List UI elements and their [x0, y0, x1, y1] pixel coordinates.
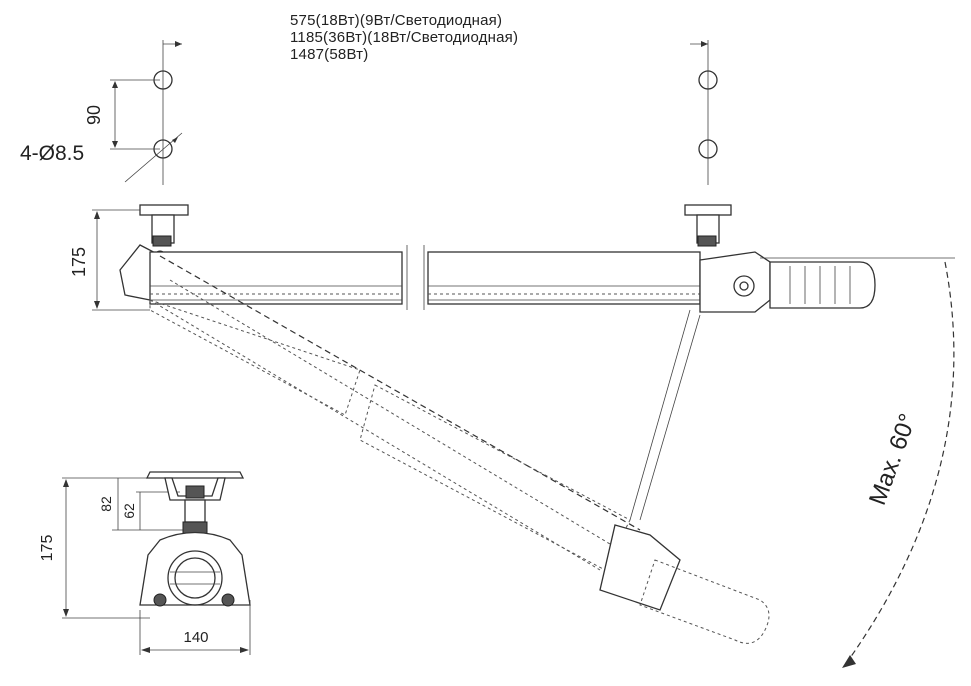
mounting-holes-right — [690, 40, 718, 185]
bracket-dim-82: 82 — [98, 496, 114, 512]
length-variant: 1185(36Вт)(18Вт/Светодиодная) — [290, 29, 519, 46]
hole-spacing-dim: 90 — [84, 105, 104, 125]
right-mount-bracket — [684, 204, 732, 247]
tilted-position — [149, 255, 770, 644]
length-variants: 575(18Вт)(9Вт/Светодиодная) 1185(36Вт)(1… — [290, 12, 518, 63]
end-cap-and-gland — [699, 251, 876, 313]
bracket-dim-62: 62 — [121, 503, 137, 519]
tilt-angle-label: Max. 60° — [864, 410, 922, 508]
end-height-dim: 175 — [39, 535, 56, 562]
break-marks — [406, 245, 425, 310]
mounting-holes-left — [110, 40, 183, 185]
side-height-dim: 175 — [69, 247, 89, 277]
end-width-dim: 140 — [183, 629, 208, 646]
mounting-hole-spec: 4-Ø8.5 — [20, 142, 85, 165]
tilt-arc — [760, 257, 955, 668]
length-variant: 1487(58Вт) — [290, 46, 369, 63]
luminaire-body-left — [149, 251, 403, 305]
luminaire-body-right — [427, 251, 701, 305]
side-view-dimension — [92, 209, 150, 311]
end-view — [62, 471, 251, 655]
length-variant: 575(18Вт)(9Вт/Светодиодная) — [290, 12, 503, 29]
